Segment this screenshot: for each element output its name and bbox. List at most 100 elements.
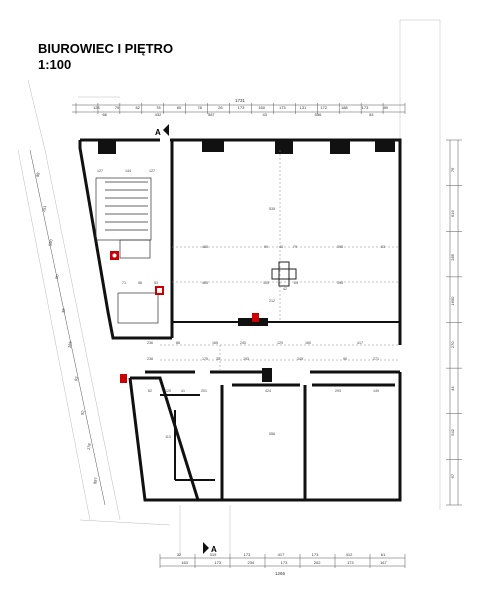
dimension-label: 590 [47, 238, 53, 246]
dimension-label: 240 [240, 341, 246, 345]
dimension-label: 88 [35, 171, 41, 177]
dimension-label: 62 [148, 389, 152, 393]
fire-extinguisher-icon [120, 374, 127, 383]
dimension-label: 79 [115, 105, 120, 110]
dimension-label: 151 [41, 204, 47, 212]
column-cross [271, 261, 297, 287]
dimension-label: 90 [264, 245, 268, 249]
dimension-label: 271 [373, 357, 379, 361]
dimension-label: 173 [238, 105, 245, 110]
dimension-label: 293 [335, 389, 341, 393]
staircase [95, 177, 159, 324]
dimension-label: 165 [212, 341, 218, 345]
dimension-label: 432 [155, 112, 162, 117]
dimension-label: 395 [337, 245, 343, 249]
dimension-label: 173 [214, 560, 221, 565]
dimension-label: 64 [294, 281, 298, 285]
walls [78, 138, 402, 502]
dimension-label: 131 [300, 105, 307, 110]
dimension-label: 238 [147, 357, 153, 361]
dimension-label: 160 [258, 105, 265, 110]
dimension-label: 32 [177, 552, 182, 557]
dimension-label: 54 [369, 112, 374, 117]
dimension-label: 395 [337, 281, 343, 285]
dimension-label: 129 [277, 341, 283, 345]
dimension-label: 83 [381, 245, 385, 249]
section-label-top: A [155, 128, 161, 137]
dimension-label: 556 [269, 432, 275, 436]
dimension-label: 67 [450, 473, 455, 478]
dimension-label: 44 [450, 386, 455, 391]
bottom-total-dim: 1266 [275, 571, 286, 576]
plan-title: BIUROWIEC I PIĘTRO [38, 41, 174, 56]
dimension-label: 201 [201, 389, 207, 393]
dimension-label: 149 [373, 389, 379, 393]
dimension-label: 465 [202, 281, 208, 285]
dimension-label: 417 [278, 552, 285, 557]
dimension-label: 26 [218, 105, 223, 110]
dimension-label: 90 [54, 273, 60, 279]
dimension-label: 127 [149, 169, 155, 173]
dimension-label: 234 [248, 560, 255, 565]
dimension-label: 173 [312, 552, 319, 557]
dimension-label: 165 [67, 340, 73, 348]
dimension-label: 43 [262, 112, 267, 117]
dimension-label: 56 [138, 281, 142, 285]
dimension-label: 212 [269, 299, 275, 303]
dimension-label: 66 [102, 112, 107, 117]
pillars [98, 140, 395, 382]
dimension-label: 120 [165, 389, 171, 393]
fire-signs [110, 251, 259, 383]
dimension-label: 71 [122, 281, 126, 285]
dimension-label: 90 [343, 357, 347, 361]
dimension-label: 113 [165, 435, 171, 439]
dimension-label: 236 [147, 341, 153, 345]
plan-scale: 1:100 [38, 57, 72, 72]
fire-extinguisher-icon [252, 313, 259, 322]
dimension-lines [29, 104, 459, 567]
interior-axes [160, 150, 400, 372]
top-total-dim: 1731 [235, 98, 246, 103]
dimension-label: 175 [202, 357, 208, 361]
dimension-label: 535 [269, 207, 275, 211]
dimension-label: 41 [181, 389, 185, 393]
dimension-label: 587 [208, 112, 215, 117]
dimension-label: 285 [450, 253, 455, 260]
dimension-label: 88 [176, 341, 180, 345]
dimension-label: 60 [177, 105, 182, 110]
dimension-label: 616 [450, 210, 455, 217]
dimension-label: 173 [281, 560, 288, 565]
dimension-label: 53 [154, 281, 158, 285]
dimension-label: 89 [383, 105, 388, 110]
dimension-label: 173 [347, 560, 354, 565]
dimension-label: 38 [60, 307, 66, 313]
dimension-label: 173 [279, 105, 286, 110]
dimension-label: 897 [92, 476, 98, 484]
dimension-label: 1600 [450, 296, 455, 306]
dimension-label: 61 [381, 552, 386, 557]
dimension-label: 202 [314, 560, 321, 565]
dimension-label: 424 [265, 389, 271, 393]
dimension-label: 345 [297, 357, 303, 361]
dimension-label: 465 [202, 245, 208, 249]
dimension-label: 319 [210, 552, 217, 557]
dimension-label: 127 [97, 169, 103, 173]
dimension-label: 79 [293, 245, 297, 249]
dimension-label: 128 [93, 105, 100, 110]
dimension-label: 270 [450, 341, 455, 348]
guide-lines [17, 19, 441, 555]
dimension-label: 105 [263, 281, 269, 285]
section-label-bottom: A [211, 545, 217, 554]
dimension-label: 144 [125, 169, 131, 173]
dimension-label: 42 [283, 287, 287, 291]
dimension-label: 163 [181, 560, 188, 565]
dimension-label: 35 [216, 357, 220, 361]
dimension-label: 417 [357, 341, 363, 345]
